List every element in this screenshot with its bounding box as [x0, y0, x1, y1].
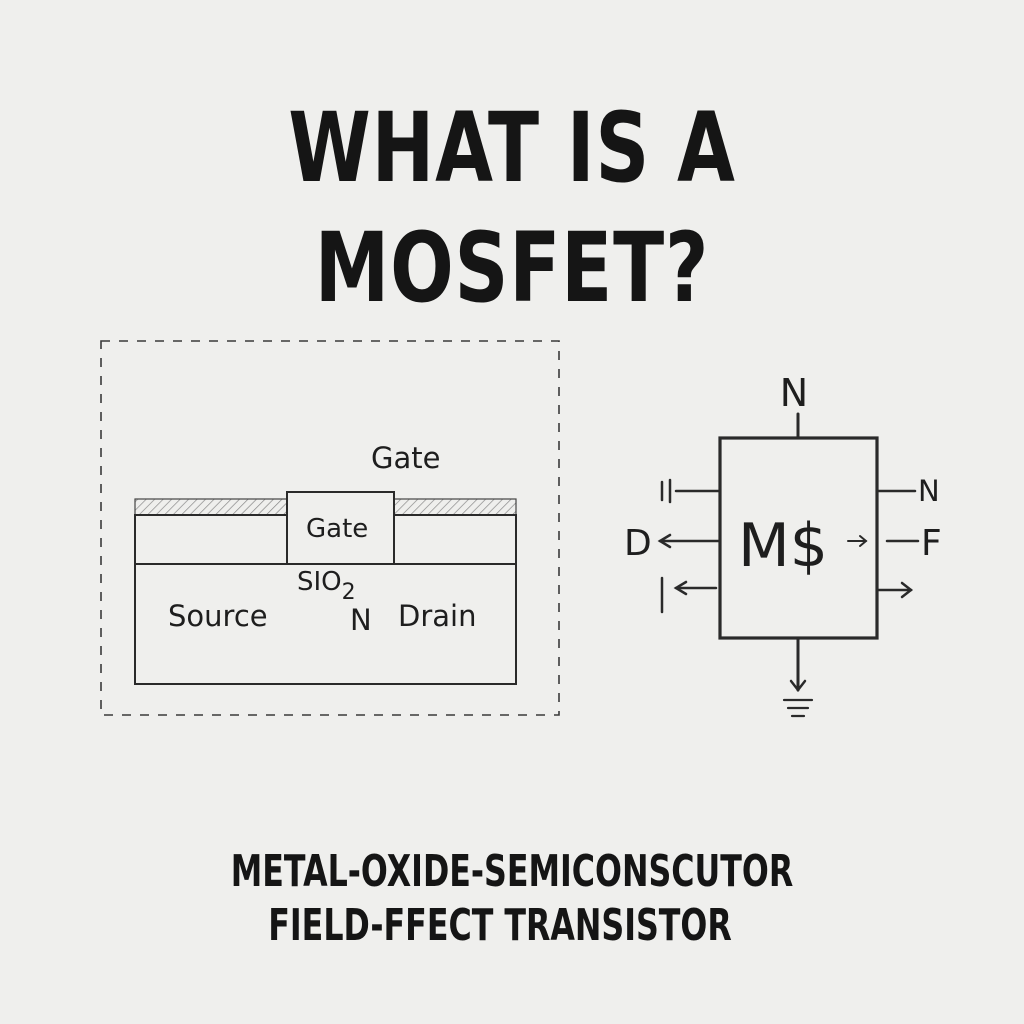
dashed-frame: [100, 340, 560, 716]
left-lower-arrow-icon: [673, 580, 688, 596]
oxide-subscript: 2: [342, 580, 356, 605]
bottom-arrow-icon: [789, 679, 807, 693]
mosfet-symbol: [657, 412, 920, 718]
inner-arrow-icon: [859, 535, 868, 547]
symbol-left-middle-label: D: [624, 523, 652, 564]
oxide-label: SIO2: [297, 567, 356, 605]
symbol-top-label: N: [780, 371, 808, 415]
page-title: WHAT IS A MOSFET?: [288, 92, 736, 324]
symbol-right-middle-label: F: [921, 523, 942, 564]
symbol-center-text: M$: [738, 511, 828, 581]
symbol-right-upper-label: N: [918, 474, 940, 508]
substrate-body: [134, 563, 517, 685]
subtitle-line-2: FIELD-FFECT TRANSISTOR: [268, 900, 732, 951]
gate-block: [286, 491, 395, 565]
cross-section-diagram: Gate Gate SIO2 Source N Drain: [100, 340, 560, 716]
left-arrow-icon: [657, 533, 672, 549]
drain-label: Drain: [398, 599, 476, 633]
gate-top-label: Gate: [371, 441, 440, 475]
channel-label: N: [350, 603, 372, 637]
subtitle-line-1: METAL-OXIDE-SEMICONSCUTOR: [230, 846, 794, 897]
gate-block-label: Gate: [306, 514, 368, 544]
source-label: Source: [168, 599, 268, 633]
oxide-layer-right: [393, 498, 517, 516]
right-arrow-icon: [900, 581, 914, 599]
oxide-label-text: SIO: [297, 567, 342, 597]
oxide-layer-left: [134, 498, 288, 516]
